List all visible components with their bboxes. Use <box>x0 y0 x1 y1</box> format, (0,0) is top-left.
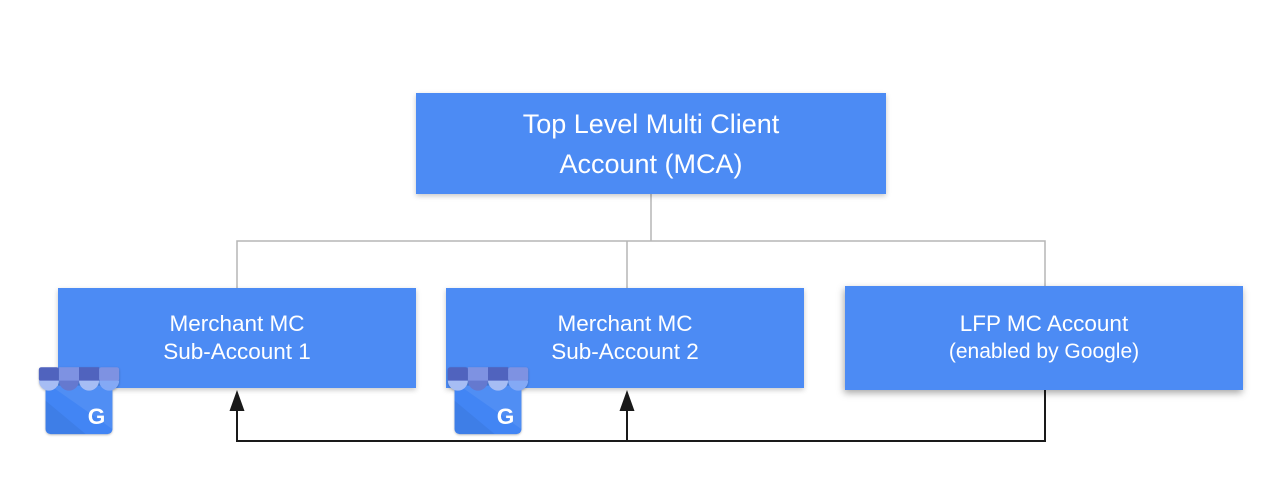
node-label-line2: Sub-Account 2 <box>551 339 699 364</box>
google-business-storefront-icon: G <box>447 367 529 435</box>
node-label-line1: Merchant MC <box>169 311 305 336</box>
flow-connector-lines <box>236 390 1046 442</box>
node-top-level-mca: Top Level Multi Client Account (MCA) <box>416 93 886 194</box>
node-lfp-mc-account: LFP MC Account (enabled by Google) <box>845 286 1243 390</box>
node-label-line1: Merchant MC <box>557 311 693 336</box>
node-label-line1: Top Level Multi Client <box>522 108 780 139</box>
tree-connector-lines <box>236 194 1046 288</box>
arrowhead-sub1-icon <box>229 390 245 411</box>
lfp-to-sub1-line <box>236 390 1046 442</box>
tree-branch-line <box>236 240 1046 288</box>
node-label-line1: LFP MC Account <box>959 311 1129 336</box>
google-business-storefront-icon: G <box>38 367 120 435</box>
google-g-letter: G <box>88 404 106 429</box>
arrowhead-sub2-icon <box>619 390 635 411</box>
node-label-line2: Sub-Account 1 <box>163 339 311 364</box>
node-label-line2: Account (MCA) <box>559 148 743 179</box>
node-label-line2: (enabled by Google) <box>948 340 1140 363</box>
google-g-letter: G <box>497 404 515 429</box>
flow-arrowheads <box>229 390 635 411</box>
